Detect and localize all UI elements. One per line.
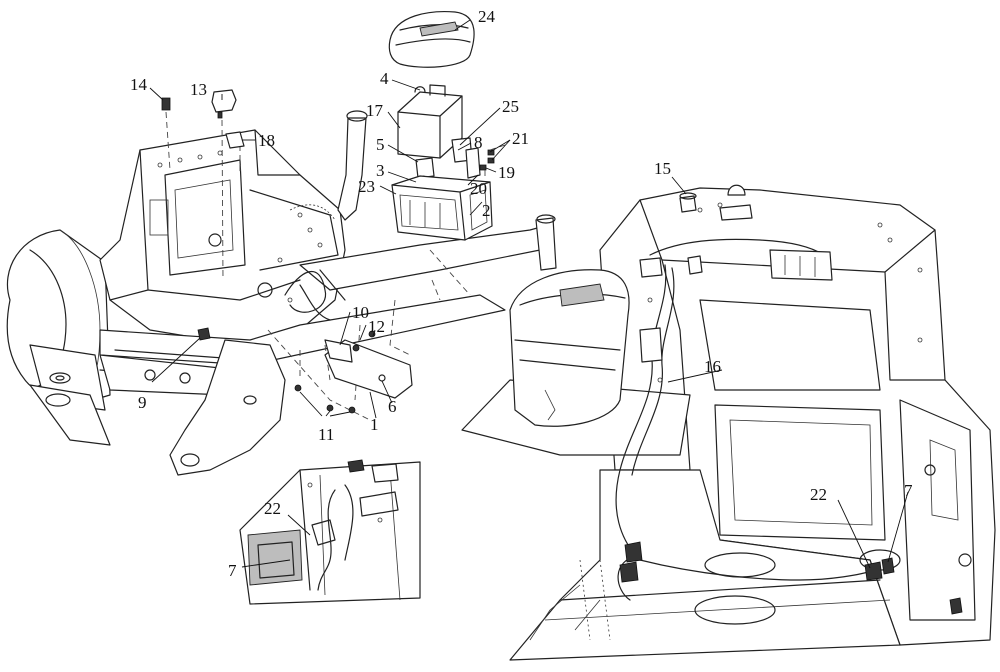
callout-12: 12 [368,317,385,336]
callout-7-right: 7 [904,481,913,500]
callout-23: 23 [358,177,375,196]
callout-19: 19 [498,163,515,182]
callout-9: 9 [138,393,147,412]
battery-installed [509,269,630,427]
connector-9 [197,327,211,341]
leader-lines [149,19,909,569]
inset-detail [239,459,421,605]
callout-18: 18 [258,131,275,150]
callout-3: 3 [376,161,385,180]
bolt-11b [326,404,334,412]
callout-15: 15 [654,159,671,178]
left-frame-assembly [6,89,557,476]
switch-13 [211,89,237,113]
callout-5: 5 [376,135,385,154]
callout-labels: 24 4 25 17 5 8 21 19 20 3 23 2 14 13 18 … [130,7,913,580]
battery [397,91,463,159]
articulation-arm [169,339,286,476]
bolt-11a [294,384,302,392]
callout-22-inset: 22 [264,499,281,518]
battery-assembly [388,11,506,241]
callout-11: 11 [318,425,334,444]
callout-10: 10 [352,303,369,322]
callout-6: 6 [388,397,397,416]
callout-21: 21 [512,129,529,148]
callout-7-inset: 7 [228,561,237,580]
frame-post [337,117,367,221]
callout-25: 25 [502,97,519,116]
callout-1: 1 [370,415,379,434]
callout-22-right: 22 [810,485,827,504]
callout-24: 24 [478,7,496,26]
callout-17: 17 [366,101,384,120]
fuse-14 [161,97,171,111]
callout-2: 2 [482,201,491,220]
relay-18 [225,131,245,149]
nut-12a [352,344,360,352]
callout-13: 13 [190,80,207,99]
callout-16: 16 [704,357,721,376]
callout-4: 4 [380,69,389,88]
callout-14: 14 [130,75,148,94]
right-frame-assembly [461,184,996,661]
bolt-11c [348,406,356,414]
fitting-15 [679,195,697,213]
callout-20: 20 [470,179,487,198]
callout-8: 8 [474,133,483,152]
battery-tray [391,175,493,241]
